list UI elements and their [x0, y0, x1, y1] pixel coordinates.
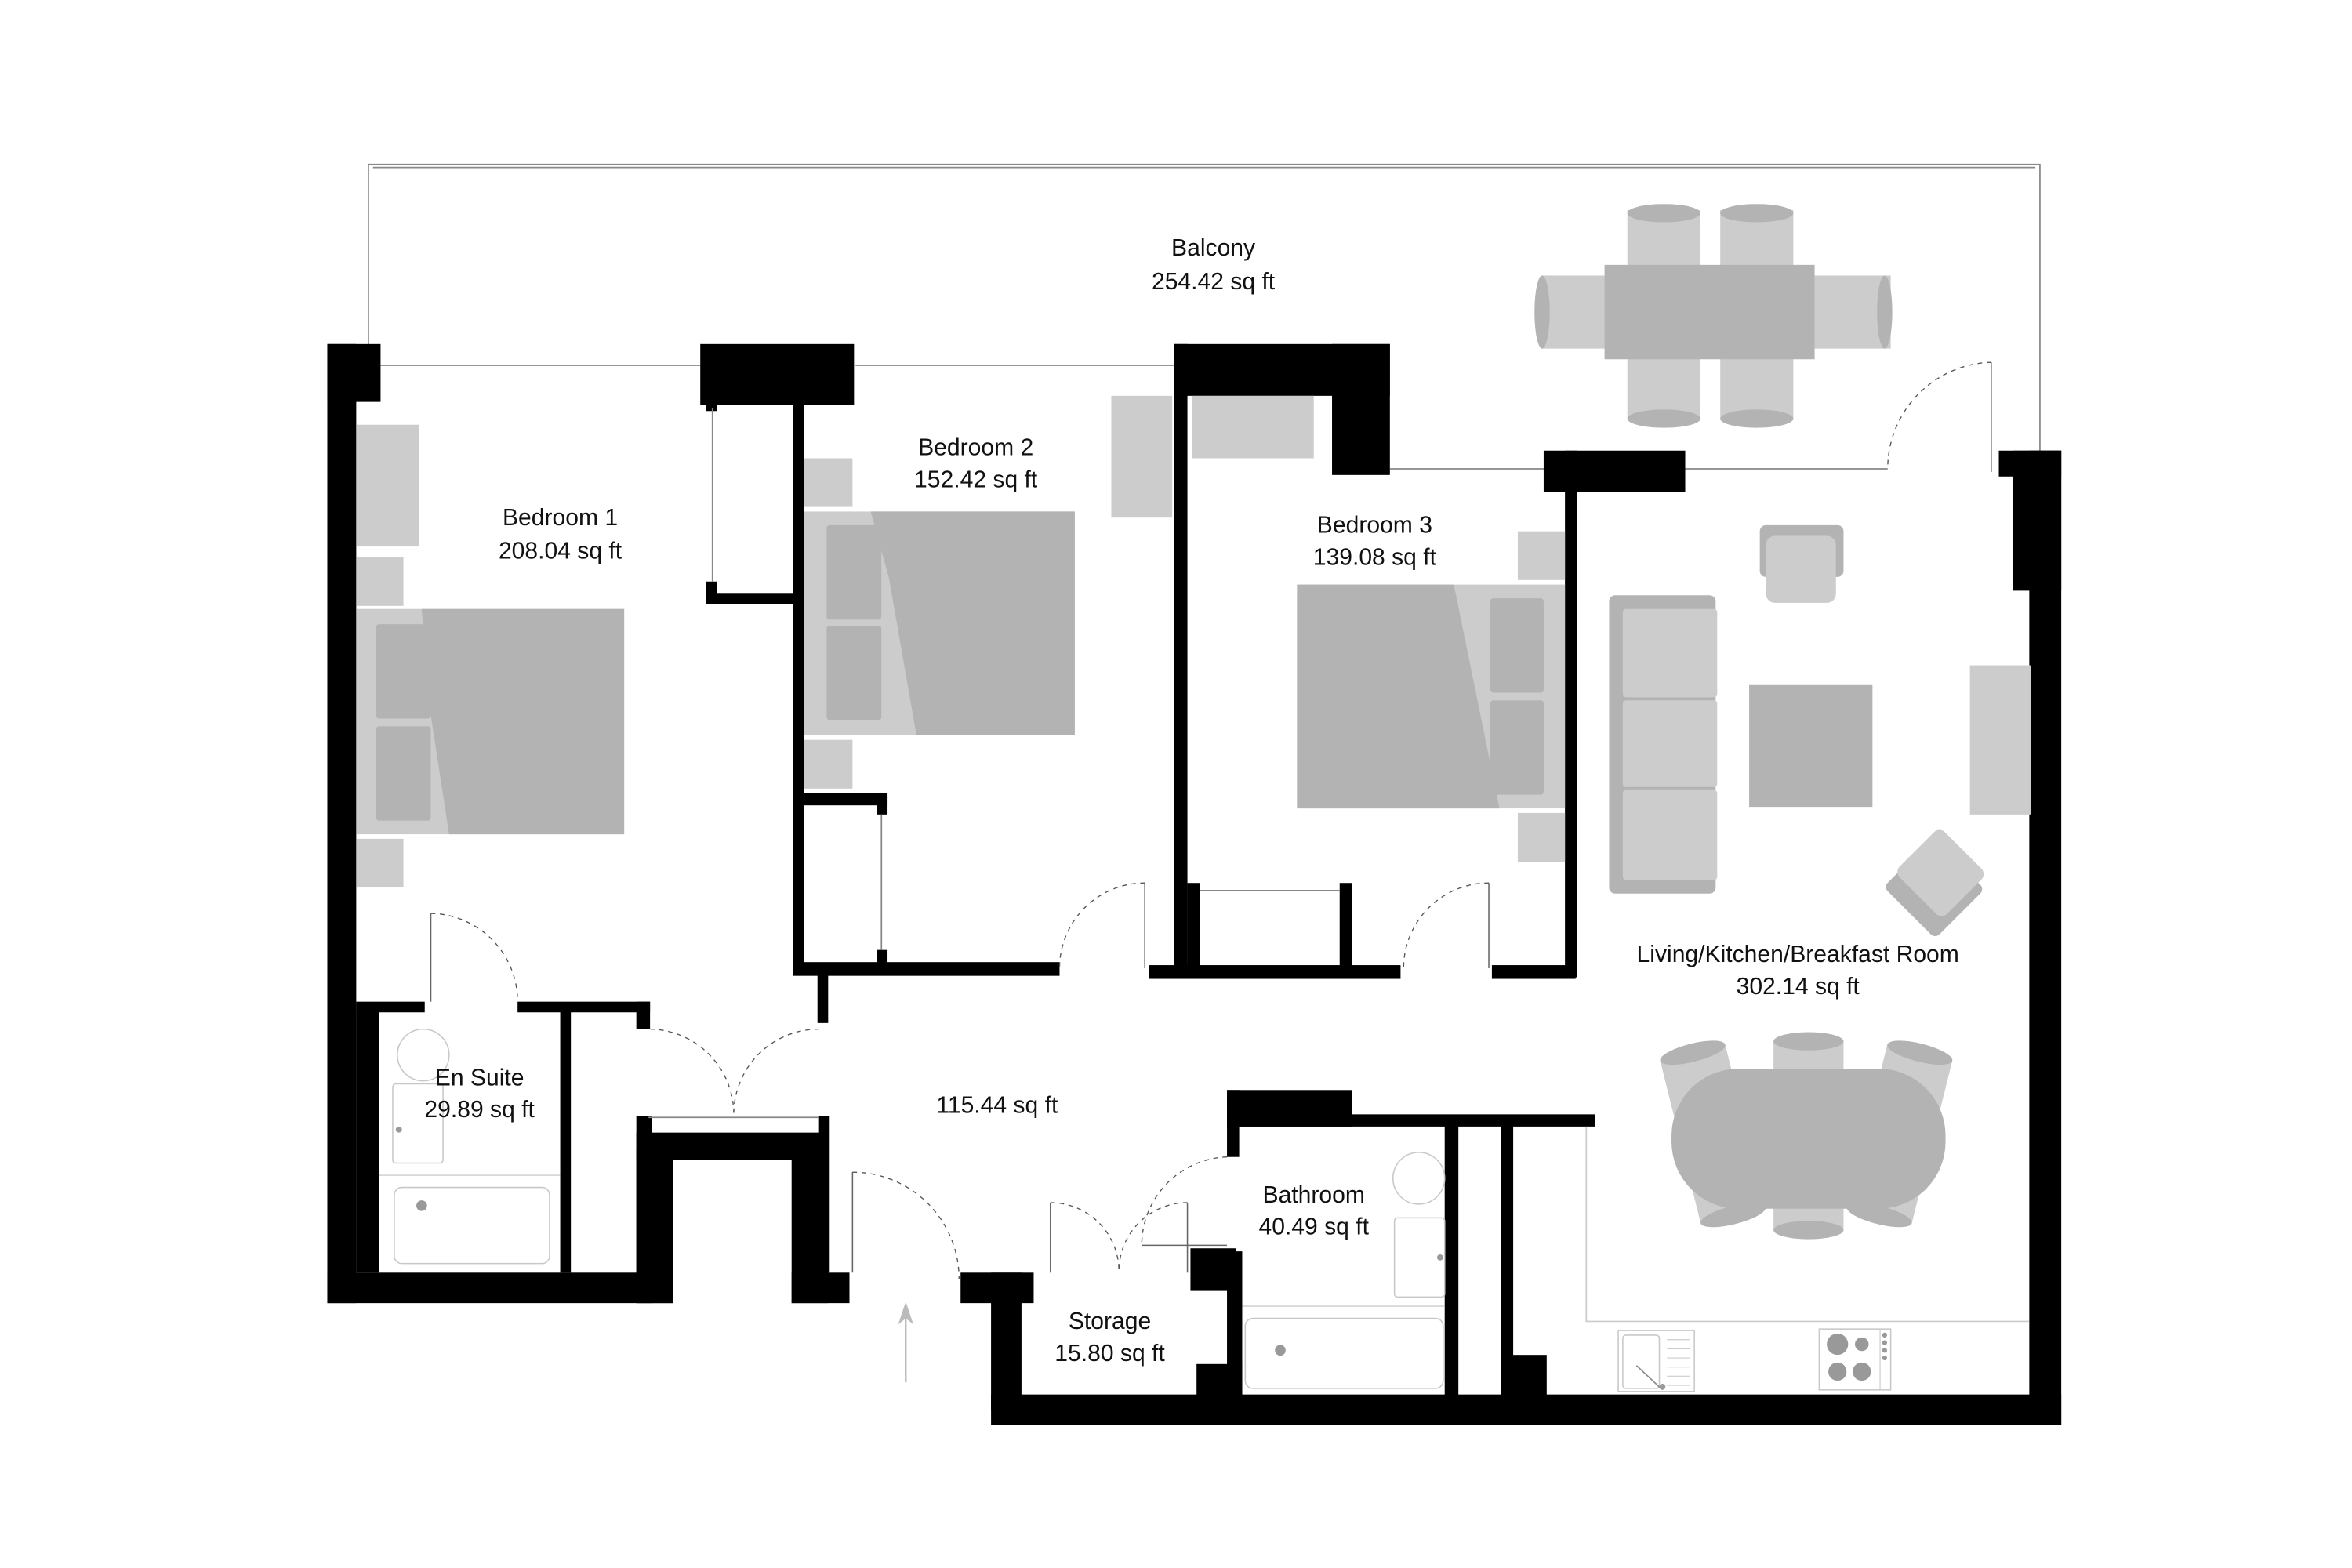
room-area: 254.42 sq ft [1152, 269, 1276, 295]
bath-icon [1244, 1317, 1444, 1389]
room-label-bedroom2: Bedroom 2 152.42 sq ft [914, 435, 1038, 493]
bath-icon [394, 1186, 550, 1265]
room-name: Balcony [1171, 235, 1255, 261]
doors [430, 361, 1992, 1279]
room-name: Storage [1069, 1308, 1151, 1334]
room-area: 29.89 sq ft [424, 1097, 535, 1123]
room-area: 208.04 sq ft [499, 539, 622, 564]
room-area: 15.80 sq ft [1054, 1341, 1165, 1367]
room-label-hallway: 115.44 sq ft [936, 1092, 1058, 1118]
balcony-outline [368, 163, 2041, 470]
room-label-bedroom1: Bedroom 1 208.04 sq ft [499, 505, 622, 564]
room-label-bathroom: Bathroom 40.49 sq ft [1258, 1182, 1369, 1240]
hob-icon [1818, 1328, 1892, 1391]
basin-icon [392, 1083, 444, 1164]
toilet-icon [1392, 1152, 1446, 1205]
balcony-dining-set [1534, 204, 1893, 428]
room-label-bedroom3: Bedroom 3 139.08 sq ft [1313, 513, 1437, 571]
bathroom-fixtures [1242, 1152, 1446, 1389]
room-label-storage: Storage 15.80 sq ft [1054, 1308, 1165, 1367]
room-name: Bedroom 3 [1317, 513, 1432, 539]
bedroom1-furniture [356, 408, 713, 888]
room-name: Bedroom 2 [918, 435, 1033, 461]
basin-icon [1393, 1217, 1446, 1298]
toilet-icon [397, 1028, 450, 1082]
room-label-balcony: Balcony 254.42 sq ft [1152, 235, 1276, 295]
room-area: 139.08 sq ft [1313, 544, 1437, 570]
sink-icon [1617, 1330, 1695, 1392]
room-name: Bedroom 1 [503, 505, 618, 531]
kitchen [1585, 1126, 2030, 1392]
room-name: Bathroom [1263, 1182, 1365, 1208]
room-area: 115.44 sq ft [936, 1092, 1058, 1118]
bedroom2-furniture [804, 395, 1173, 950]
room-name: En Suite [435, 1065, 524, 1091]
dining-set [1660, 1032, 1953, 1240]
bedroom3-furniture [1192, 395, 1566, 891]
living-furniture [1609, 524, 2031, 937]
walls [327, 343, 2062, 1425]
room-label-living: Living/Kitchen/Breakfast Room 302.14 sq … [1637, 942, 1959, 1000]
entrance-arrow-icon [898, 1301, 914, 1383]
room-name: Living/Kitchen/Breakfast Room [1637, 942, 1959, 967]
room-area: 40.49 sq ft [1258, 1214, 1369, 1240]
room-area: 302.14 sq ft [1737, 974, 1860, 1000]
room-label-ensuite: En Suite 29.89 sq ft [424, 1065, 535, 1123]
room-area: 152.42 sq ft [914, 466, 1038, 492]
ensuite-fixtures [379, 1028, 561, 1265]
